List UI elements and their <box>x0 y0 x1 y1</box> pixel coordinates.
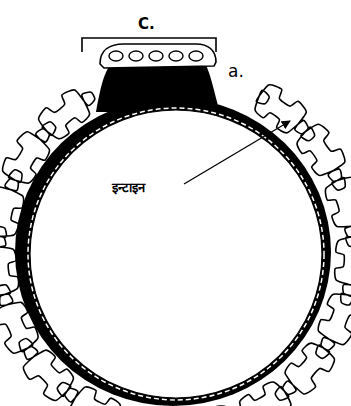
pore-cap <box>96 62 220 112</box>
exine-layer <box>15 98 331 406</box>
operculum-granule <box>149 51 163 61</box>
operculum-granule <box>129 51 143 61</box>
operculum <box>100 44 216 68</box>
bracket <box>82 38 216 52</box>
part-label: a. <box>228 62 244 81</box>
exine-cell <box>335 236 351 296</box>
leader-line <box>184 121 290 184</box>
intine-interior <box>30 110 322 398</box>
exine-cells <box>0 85 351 406</box>
operculum-granule <box>109 51 123 61</box>
exine-cell <box>318 293 351 350</box>
operculum-granule <box>169 51 183 61</box>
bracket-label: C. <box>138 16 155 33</box>
operculum-granule <box>189 51 203 61</box>
part-label: इन्टाइन <box>112 181 145 195</box>
intine-layer <box>28 108 324 400</box>
exine-cell <box>325 177 351 237</box>
intine-outline <box>30 110 322 398</box>
